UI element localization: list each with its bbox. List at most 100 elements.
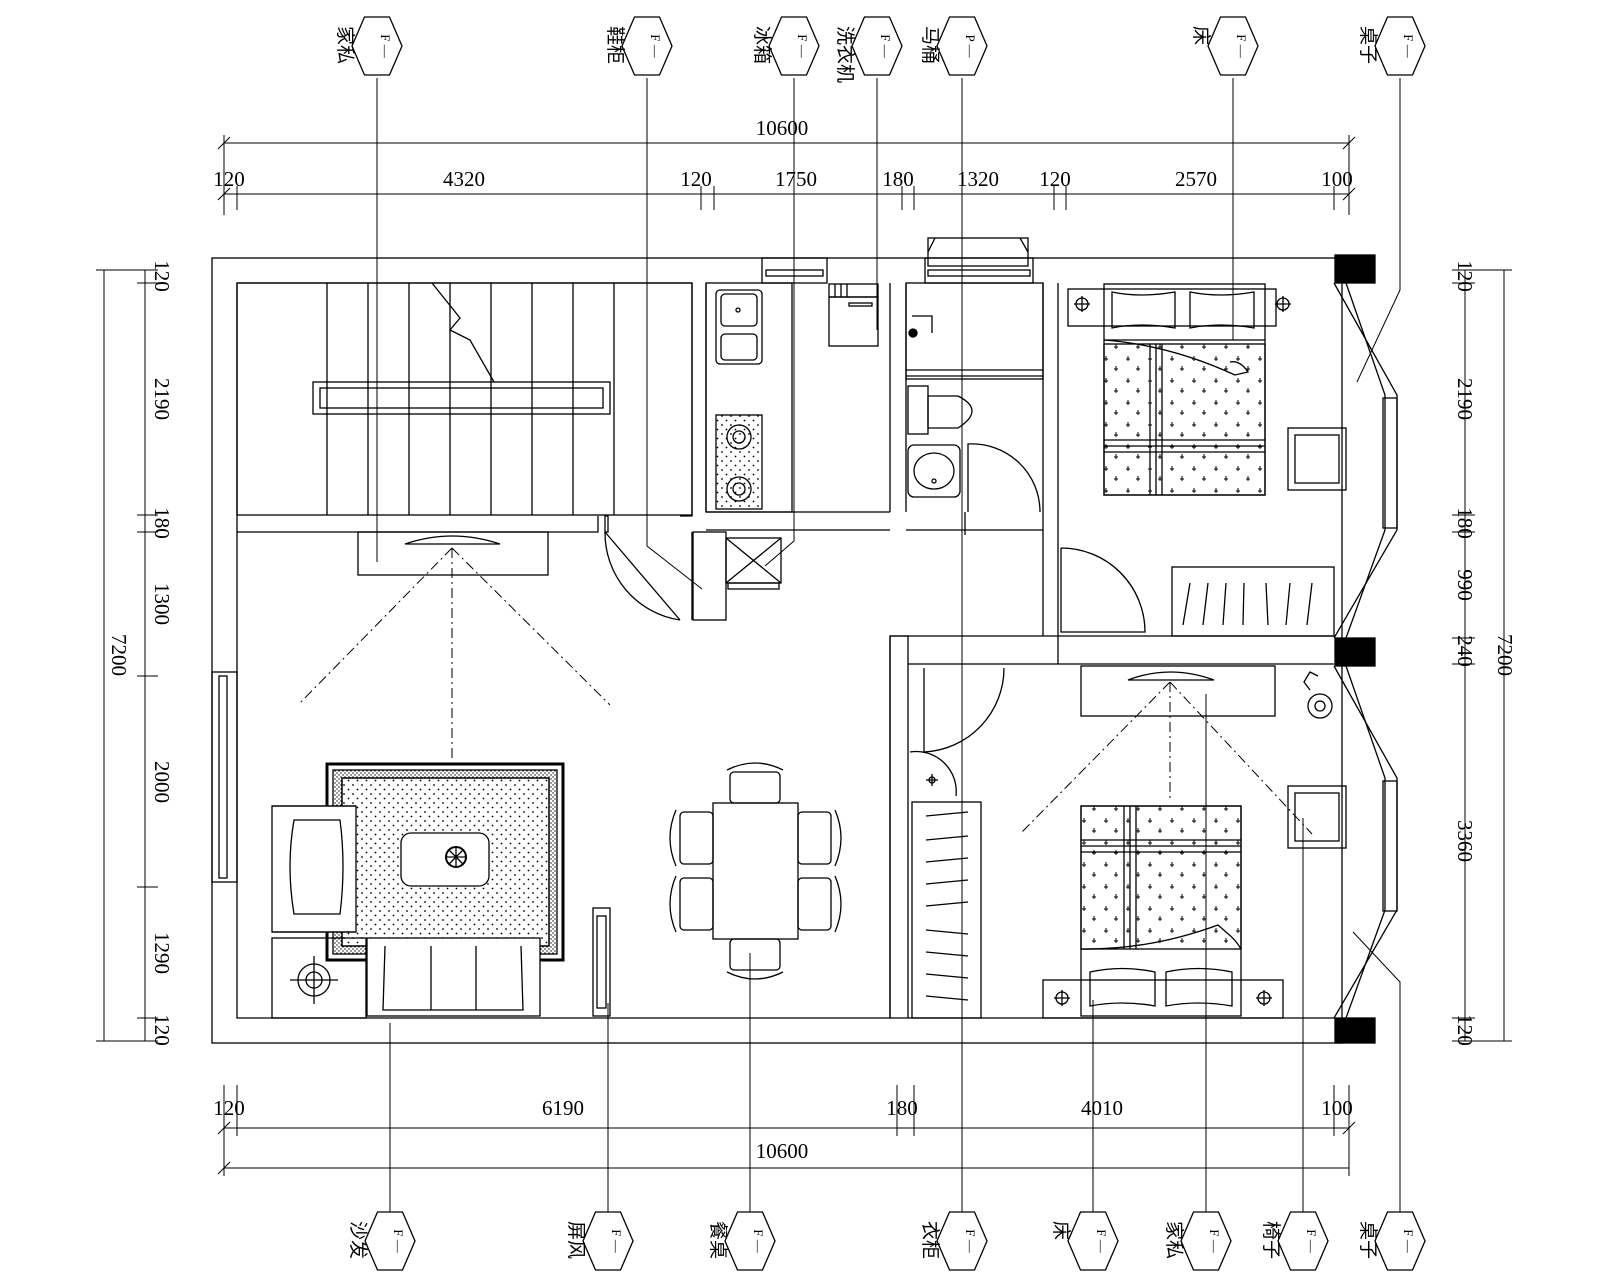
dim-right-seg: 120 bbox=[1453, 1014, 1477, 1046]
coffee-table bbox=[400, 832, 490, 887]
desk-chair-2 bbox=[1287, 671, 1347, 849]
light-rays bbox=[297, 547, 1313, 835]
marker-code: F — bbox=[609, 1229, 624, 1253]
dimension-text: 10600 120 4320 120 1750 180 1320 120 257… bbox=[107, 116, 1517, 1163]
dim-top-seg: 120 bbox=[213, 167, 245, 191]
marker-code: F — bbox=[1094, 1229, 1109, 1253]
marker-code: P — bbox=[963, 35, 978, 59]
desk-chair-1 bbox=[1287, 427, 1347, 491]
marker-label: 椅子 bbox=[1260, 1221, 1282, 1259]
hexagon-symbol bbox=[1180, 1211, 1232, 1271]
dim-bottom-seg: 120 bbox=[213, 1096, 245, 1120]
dim-bottom-total: 10600 bbox=[756, 1139, 809, 1163]
dim-left-seg: 120 bbox=[150, 1014, 174, 1046]
top-marker: F — 床 bbox=[1190, 16, 1259, 76]
dim-right-total: 7200 bbox=[1493, 634, 1517, 676]
bottom-marker: F — 家私 bbox=[1163, 1211, 1232, 1271]
dim-left-seg: 180 bbox=[150, 507, 174, 539]
marker-code: F — bbox=[1207, 1229, 1222, 1253]
marker-label: 家私 bbox=[1163, 1221, 1185, 1259]
hexagon-symbol bbox=[851, 16, 903, 76]
dim-top-seg: 1750 bbox=[775, 167, 817, 191]
dim-left-seg: 2190 bbox=[150, 378, 174, 420]
bottom-marker: F —餐桌 bbox=[707, 1211, 776, 1271]
hexagon-symbol bbox=[1067, 1211, 1119, 1271]
marker-code: F — bbox=[1234, 34, 1249, 58]
hexagon-symbol bbox=[582, 1211, 634, 1271]
bottom-marker: F — 桌子 bbox=[1357, 1211, 1426, 1271]
hexagon-symbol bbox=[1374, 1211, 1426, 1271]
dim-right-seg: 3360 bbox=[1453, 820, 1477, 862]
screen-partition bbox=[592, 907, 611, 1017]
kitchen-counter bbox=[705, 282, 793, 513]
marker-code: F — bbox=[648, 34, 663, 58]
dim-left-seg: 1300 bbox=[150, 583, 174, 625]
dim-bottom-seg: 6190 bbox=[542, 1096, 584, 1120]
side-table bbox=[271, 937, 367, 1019]
dim-top-seg: 120 bbox=[680, 167, 712, 191]
dim-right-seg: 990 bbox=[1453, 569, 1477, 601]
dim-right-seg: 2190 bbox=[1453, 378, 1477, 420]
dim-bottom-seg: 4010 bbox=[1081, 1096, 1123, 1120]
dim-left-seg: 1290 bbox=[150, 932, 174, 974]
dining-set bbox=[669, 762, 842, 980]
marker-label: 洗衣机 bbox=[834, 26, 856, 83]
washing-machine bbox=[828, 283, 879, 347]
marker-code: F — bbox=[1304, 1229, 1319, 1253]
marker-code: F — bbox=[751, 1229, 766, 1253]
marker-label: 家私 bbox=[334, 26, 356, 64]
marker-label: 屏风 bbox=[565, 1221, 586, 1259]
marker-code: F — bbox=[878, 34, 893, 58]
outer-walls bbox=[211, 254, 1398, 1044]
marker-code: F — bbox=[378, 34, 393, 58]
marker-label: 床 bbox=[1190, 26, 1212, 45]
dim-right-seg: 180 bbox=[1453, 507, 1477, 539]
wardrobe-2-door-pivot bbox=[926, 774, 938, 786]
marker-label: 床 bbox=[1050, 1221, 1072, 1240]
marker-code: F — bbox=[1401, 1229, 1416, 1253]
dim-top-total: 10600 bbox=[756, 116, 809, 140]
hexagon-symbol bbox=[936, 1211, 988, 1271]
dim-left-seg: 120 bbox=[150, 260, 174, 292]
hexagon-symbol bbox=[1207, 16, 1259, 76]
sofa bbox=[366, 937, 541, 1017]
bottom-marker: F — 床 bbox=[1050, 1211, 1119, 1271]
dim-bottom-seg: 180 bbox=[886, 1096, 918, 1120]
marker-label: 鞋柜 bbox=[604, 26, 626, 64]
marker-label: 马桶 bbox=[919, 26, 941, 64]
wardrobe-2 bbox=[911, 801, 982, 1019]
bottom-marker: F — 椅子 bbox=[1260, 1211, 1329, 1271]
dim-top-seg: 2570 bbox=[1175, 167, 1217, 191]
hexagon-symbol bbox=[936, 16, 988, 76]
top-marker: F — 鞋柜 bbox=[604, 16, 673, 76]
dim-left-total: 7200 bbox=[107, 634, 131, 676]
top-marker: F — 家私 bbox=[334, 16, 403, 76]
hexagon-symbol bbox=[768, 16, 820, 76]
top-marker: F —桌子 bbox=[1357, 16, 1426, 76]
hexagon-symbol bbox=[1374, 16, 1426, 76]
dim-left-seg: 2000 bbox=[150, 761, 174, 803]
refrigerator bbox=[725, 537, 782, 590]
dim-top-seg: 4320 bbox=[443, 167, 485, 191]
hexagon-symbol bbox=[364, 1211, 416, 1271]
stairs bbox=[236, 282, 693, 516]
hexagon-symbol bbox=[724, 1211, 776, 1271]
hexagon-symbol bbox=[621, 16, 673, 76]
hexagon-symbol bbox=[351, 16, 403, 76]
bottom-marker: F —衣柜 bbox=[919, 1211, 988, 1271]
top-marker: P — 马桶 bbox=[919, 16, 988, 76]
leader-lines bbox=[376, 78, 1401, 1213]
hexagon-symbol bbox=[1277, 1211, 1329, 1271]
marker-label: 桌子 bbox=[1357, 1221, 1379, 1259]
dim-top-seg: 1320 bbox=[957, 167, 999, 191]
bathroom-fixtures bbox=[905, 237, 1044, 513]
marker-code: F — bbox=[391, 1229, 406, 1253]
bed-1 bbox=[1067, 283, 1291, 496]
marker-label: 衣柜 bbox=[919, 1221, 941, 1259]
dim-top-seg: 120 bbox=[1039, 167, 1071, 191]
study-cabinet-2 bbox=[1080, 665, 1276, 717]
dim-right-seg: 240 bbox=[1453, 635, 1477, 667]
wardrobe-1 bbox=[1171, 566, 1335, 637]
